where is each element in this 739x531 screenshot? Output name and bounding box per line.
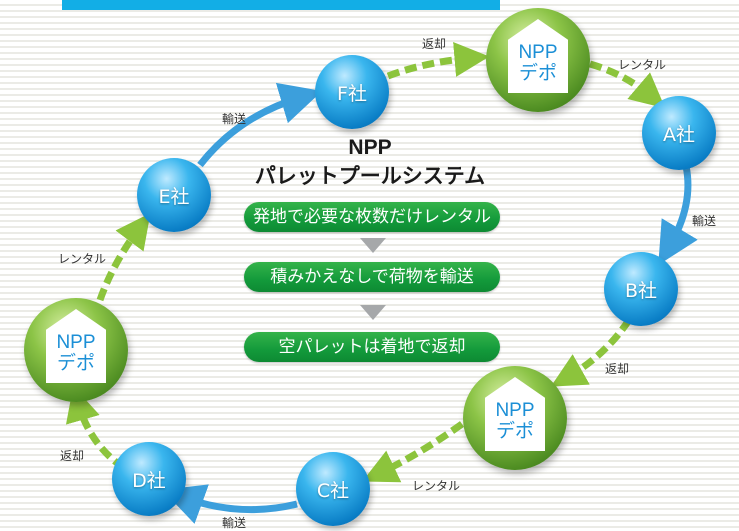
depot-right-line1: NPP <box>495 400 535 421</box>
arrow-transport-a-to-b <box>658 165 698 266</box>
edge-label-d-to-depot-left: 返却 <box>60 449 85 463</box>
company-d-label: D社 <box>132 469 166 492</box>
arrow-rental-depot-right-to-c <box>362 421 465 483</box>
company-e-label: E社 <box>158 185 190 208</box>
company-a-node: A社 <box>642 96 716 170</box>
depot-left-line1: NPP <box>56 332 96 353</box>
arrow-return-b-to-depot-right <box>550 318 632 387</box>
arrow-rental-depot-top-to-a <box>589 60 666 109</box>
arrow-transport-e-to-f <box>197 82 323 168</box>
arrow-rental-depot-left-to-e <box>96 212 151 302</box>
company-e-node: E社 <box>137 158 211 232</box>
edge-label-e-to-f: 輸送 <box>222 112 247 126</box>
company-f-label: F社 <box>337 82 367 105</box>
company-c-node: C社 <box>296 452 370 526</box>
edge-label-a-to-b: 輸送 <box>692 214 717 228</box>
company-d-node: D社 <box>112 442 186 516</box>
step-down-arrow-icon <box>360 305 386 320</box>
company-b-label: B社 <box>624 279 658 302</box>
company-c-label: C社 <box>316 479 350 502</box>
arrow-transport-c-to-d <box>162 484 298 524</box>
depot-right-line2: デポ <box>495 421 534 442</box>
edge-label-depot-right-to-c: レンタル <box>412 479 461 493</box>
top-accent-bar <box>62 0 500 10</box>
step-3-pill: 空パレットは着地で返却 <box>244 332 500 362</box>
edge-label-c-to-d: 輸送 <box>222 516 247 530</box>
depot-left-line2: デポ <box>56 353 95 374</box>
npp-depot-left: NPP デポ <box>24 298 128 402</box>
step-1-pill: 発地で必要な枚数だけレンタル <box>244 202 500 232</box>
company-a-label: A社 <box>663 123 695 146</box>
depot-top-line2: デポ <box>518 63 557 84</box>
npp-depot-right: NPP デポ <box>463 366 567 470</box>
edge-label-f-to-depot-top: 返却 <box>422 37 447 51</box>
diagram-title-system: パレットプールシステム <box>254 164 486 188</box>
edge-label-depot-left-to-e: レンタル <box>58 252 107 266</box>
step-2-pill: 積みかえなしで荷物を輸送 <box>244 262 500 292</box>
diagram-title-npp: NPP <box>348 136 392 159</box>
npp-depot-top: NPP デポ <box>486 8 590 112</box>
company-f-node: F社 <box>315 55 389 129</box>
arrow-return-f-to-depot-top <box>386 42 490 80</box>
edge-label-depot-top-to-a: レンタル <box>618 58 667 72</box>
company-b-node: B社 <box>604 252 678 326</box>
depot-top-line1: NPP <box>518 42 558 63</box>
edge-label-b-to-depot-right: 返却 <box>605 362 630 376</box>
step-down-arrow-icon <box>360 238 386 253</box>
